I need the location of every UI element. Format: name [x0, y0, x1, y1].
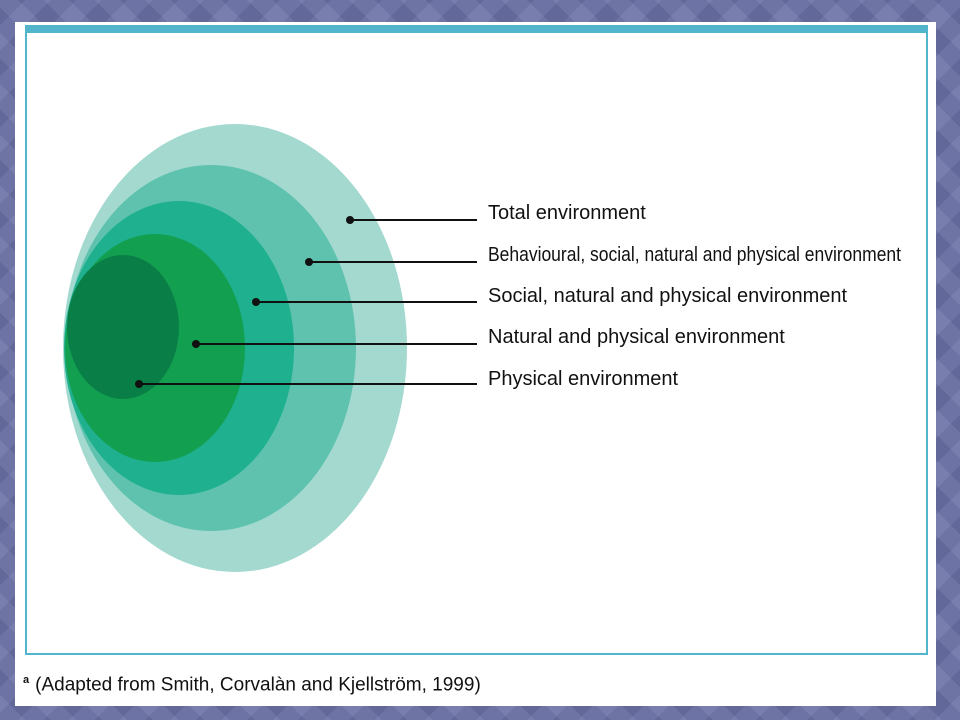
label-total-environment: Total environment [488, 202, 646, 224]
figure-panel: Total environment Behavioural, social, n… [15, 22, 936, 706]
leader-dot [346, 216, 354, 224]
leader-dot [135, 380, 143, 388]
footnote-marker: a [23, 674, 30, 686]
leader-dot [252, 298, 260, 306]
leader-total [346, 216, 477, 224]
leader-social [252, 298, 477, 306]
source-text: (Adapted from Smith, Corvalàn and Kjells… [35, 674, 481, 696]
leader-dot [192, 340, 200, 348]
leader-natural [192, 340, 477, 348]
leader-dot [305, 258, 313, 266]
leader-behavioural [305, 258, 477, 266]
leader-physical [135, 380, 477, 388]
label-physical-environment: Physical environment [488, 368, 679, 390]
source-citation: a (Adapted from Smith, Corvalàn and Kjell… [23, 674, 481, 696]
label-behavioural-environment: Behavioural, social, natural and physica… [488, 244, 901, 266]
label-social-environment: Social, natural and physical environment [488, 285, 848, 307]
ellipse-physical-environment [67, 255, 179, 399]
nested-environment-diagram: Total environment Behavioural, social, n… [63, 124, 901, 572]
label-natural-environment: Natural and physical environment [488, 326, 785, 348]
